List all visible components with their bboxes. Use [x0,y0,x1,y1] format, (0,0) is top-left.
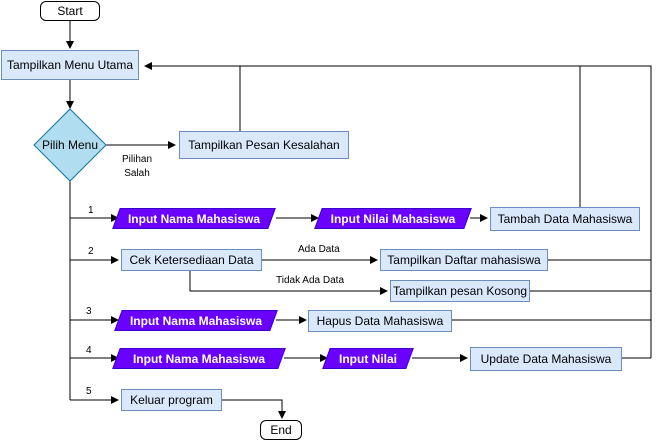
b1-add-process: Tambah Data Mahasiswa [490,207,640,231]
b5-exit-process: Keluar program [121,389,222,411]
b2-no-label: Tidak Ada Data [276,275,345,286]
main-menu-process: Tampilkan Menu Utama [1,50,139,80]
connector-b2-no [189,271,388,295]
main-menu-label: Tampilkan Menu Utama [6,58,134,72]
branch-2-number: 2 [88,246,94,257]
b1-input-grade-label: Input Nilai Mahasiswa [330,211,456,226]
b5-exit-label: Keluar program [130,393,213,407]
b1-input-name: Input Nama Mahasiswa [112,208,276,229]
b4-input-grade: Input Nilai [322,348,414,369]
b1-input-grade: Input Nilai Mahasiswa [314,208,472,229]
b4-update-label: Update Data Mahasiswa [480,352,612,366]
connector-b5-end [222,399,286,419]
b2-list-process: Tampilkan Daftar mahasiswa [380,249,548,271]
b2-list-label: Tampilkan Daftar mahasiswa [387,253,541,267]
b3-delete-process: Hapus Data Mahasiswa [308,310,452,332]
start-label: Start [57,4,83,18]
b1-input-name-label: Input Nama Mahasiswa [127,211,261,226]
end-terminal: End [260,420,302,440]
branch-3-number: 3 [86,306,92,317]
b4-update-process: Update Data Mahasiswa [470,347,622,371]
branch-5-number: 5 [86,386,92,397]
b4-input-name: Input Nama Mahasiswa [112,348,286,369]
b2-empty-process: Tampilkan pesan Kosong [390,280,530,302]
b1-add-label: Tambah Data Mahasiswa [497,212,633,226]
start-terminal: Start [40,1,100,21]
decision-label: Pilih Menu [41,138,99,152]
b2-check-process: Cek Ketersediaan Data [121,249,262,271]
error-message-label: Tampilkan Pesan Kesalahan [188,138,340,152]
end-label: End [270,423,292,437]
b2-empty-label: Tampilkan pesan Kosong [392,284,528,298]
b2-check-label: Cek Ketersediaan Data [129,253,254,267]
b3-delete-label: Hapus Data Mahasiswa [316,314,444,328]
b4-input-grade-label: Input Nilai [339,351,397,366]
b4-input-name-label: Input Nama Mahasiswa [132,351,266,366]
b3-input-name: Input Nama Mahasiswa [114,310,278,331]
wrong-choice-label: Pilihan Salah [122,154,153,179]
error-message-process: Tampilkan Pesan Kesalahan [179,131,349,159]
decision-diamond [33,108,107,182]
connector-return-bus [144,62,652,358]
branch-4-number: 4 [86,345,92,356]
branch-1-number: 1 [88,205,94,216]
b2-yes-label: Ada Data [298,244,340,255]
b3-input-name-label: Input Nama Mahasiswa [129,313,263,328]
